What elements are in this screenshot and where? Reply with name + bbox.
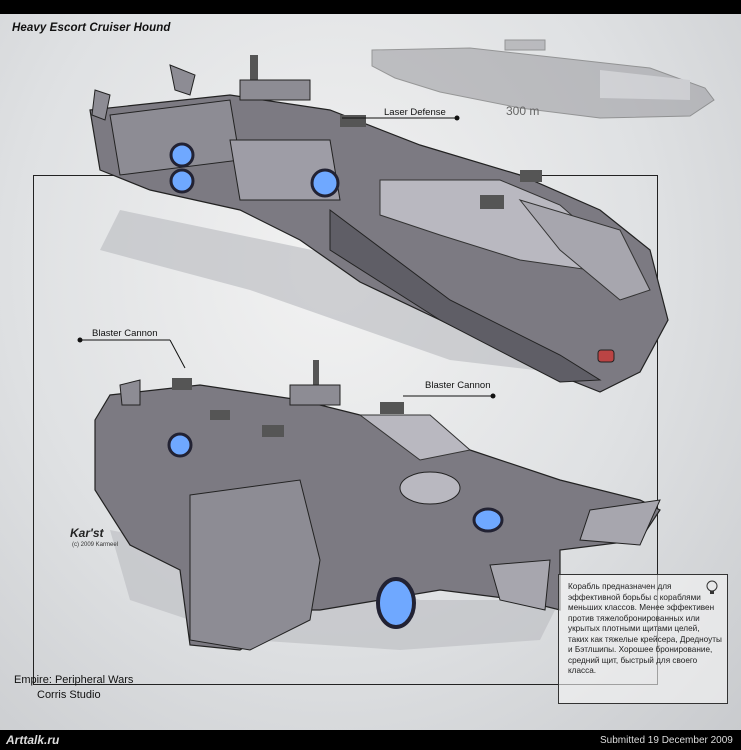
bottom-ship (94, 360, 661, 651)
artwork-title: Heavy Escort Cruiser Hound (12, 22, 171, 34)
ship-silhouette (371, 39, 715, 119)
bottom-border (0, 730, 741, 750)
description-text: Корабль предназначен для эффективной бор… (568, 582, 722, 675)
artist-signature: Kar'st (70, 526, 104, 540)
submitted-date: Submitted 19 December 2009 (600, 735, 733, 746)
callout-laser-defense: Laser Defense (384, 107, 446, 118)
scale-label: 300 m (506, 104, 540, 118)
callout-blaster-cannon-right: Blaster Cannon (425, 380, 491, 391)
site-logo[interactable]: Arttalk.ru (6, 733, 60, 747)
studio-label: Corris Studio (37, 689, 101, 701)
callout-blaster-cannon-left: Blaster Cannon (92, 328, 158, 339)
empire-label: Empire: Peripheral Wars (14, 674, 134, 686)
artist-signature-sub: (c) 2009 Karmeel (72, 542, 119, 548)
description-box (558, 574, 728, 704)
top-border (0, 0, 741, 14)
top-ship (89, 55, 669, 393)
lightbulb-icon (706, 580, 718, 594)
